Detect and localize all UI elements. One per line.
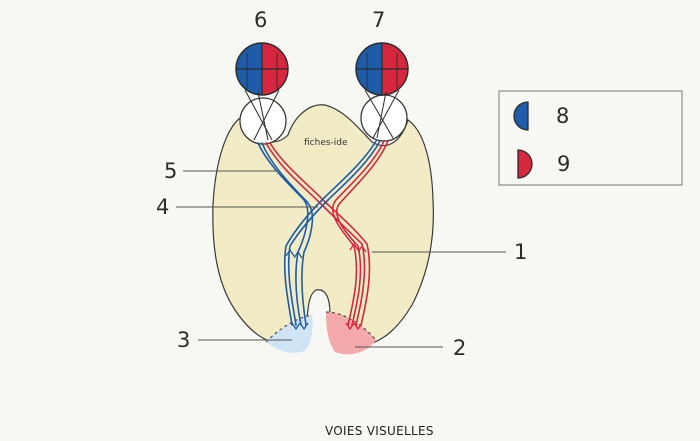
right-visual-cortex-area: [326, 312, 376, 355]
optic-pathways: [257, 140, 389, 326]
relay-markers: [285, 242, 367, 331]
legend-box: 8 9: [498, 90, 683, 186]
leader-lines: [176, 170, 506, 348]
legend-left-half-icon: [513, 101, 529, 131]
legend-label-9: 9: [557, 152, 570, 176]
left-eye-ray-lines: [244, 89, 280, 141]
label-3: 3: [177, 328, 190, 352]
left-visual-field: [235, 42, 289, 96]
label-2: 2: [453, 336, 466, 360]
legend-right-half-icon: [517, 149, 533, 179]
label-5: 5: [164, 159, 177, 183]
brain-outline: [212, 104, 434, 347]
left-cortex-dashed-line: [265, 314, 313, 343]
label-6: 6: [254, 8, 267, 32]
right-visual-field: [355, 42, 409, 96]
watermark-text: fiches-ide: [304, 138, 348, 148]
legend-label-8: 8: [556, 104, 569, 128]
label-1: 1: [514, 240, 527, 264]
right-eye-ray-lines: [364, 89, 400, 139]
right-cortex-dashed-line: [325, 311, 377, 341]
diagram-caption: VOIES VISUELLES: [325, 424, 434, 438]
label-7: 7: [372, 8, 385, 32]
label-4: 4: [156, 195, 169, 219]
